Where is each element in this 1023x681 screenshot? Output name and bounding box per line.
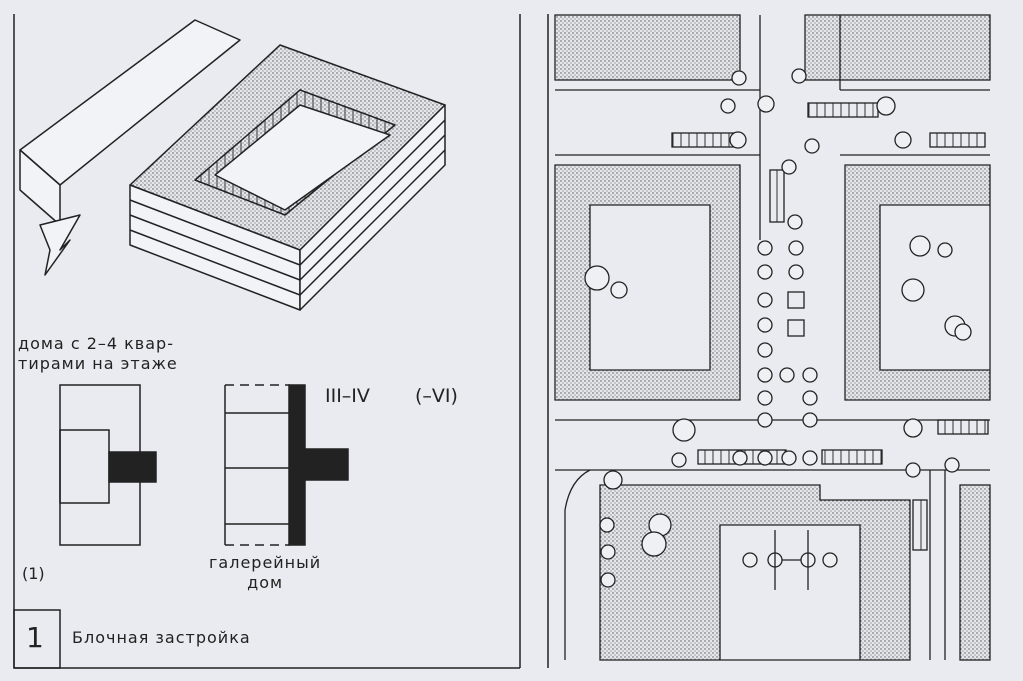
figure-caption: Блочная застройка bbox=[72, 628, 251, 647]
isometric-perimeter-block bbox=[19, 19, 446, 311]
tree-circles bbox=[584, 68, 972, 588]
house-type-label: дома с 2–4 квар- тирами на этаже bbox=[18, 334, 178, 373]
left-panel-frame bbox=[13, 14, 521, 669]
site-plan bbox=[547, 14, 991, 668]
figure-number: 1 bbox=[26, 621, 44, 654]
gallery-house-label: галерейный дом bbox=[209, 553, 322, 592]
gallery-house-plan bbox=[224, 384, 349, 546]
variant-mark: (1) bbox=[22, 564, 45, 583]
floors-label: III–IV bbox=[325, 385, 370, 407]
sectional-house-plan bbox=[59, 384, 157, 546]
floors-max-label: (–VI) bbox=[415, 385, 458, 407]
